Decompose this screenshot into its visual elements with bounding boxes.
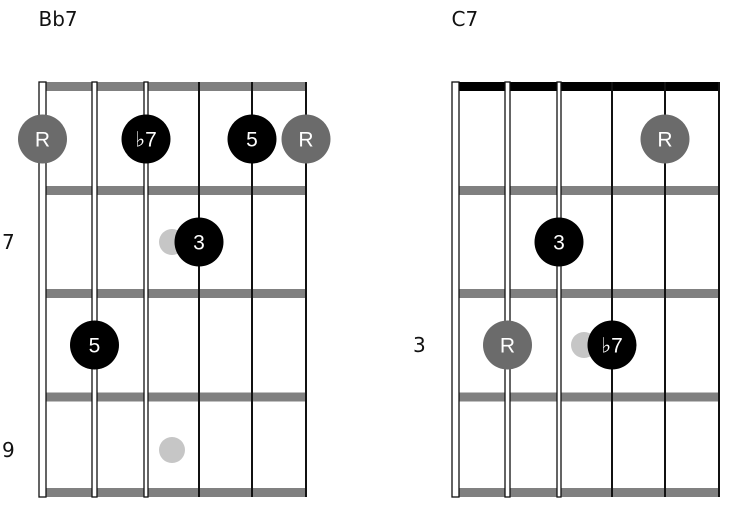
note-circle (70, 320, 119, 370)
note-circle (174, 217, 224, 267)
interval-label: R (298, 129, 313, 152)
string-4 (611, 82, 613, 497)
chord-diagram-bb7: Bb7 7 9 R ♭7 5 R 3 5 (2, 7, 331, 498)
interval-label: ♭7 (601, 335, 623, 358)
fret-bar (459, 392, 720, 402)
interval-label: R (35, 129, 50, 152)
string-3 (143, 81, 149, 498)
note-circle (18, 114, 67, 164)
root-note-dot: R (640, 114, 690, 164)
fret-bar (46, 488, 307, 497)
note-circle (227, 114, 277, 164)
chord-tone-dot: 5 (227, 114, 277, 164)
ghost-note-dot (159, 437, 185, 463)
chord-title: C7 (452, 7, 479, 31)
root-note-dot: R (281, 114, 331, 164)
string-1 (38, 81, 47, 498)
fret-number: 3 (413, 333, 426, 357)
fret-bar (46, 289, 307, 298)
string-2 (504, 81, 511, 498)
note-circle (121, 114, 171, 164)
interval-label: R (657, 129, 672, 152)
fret-bar (459, 289, 720, 298)
note-circle (281, 114, 331, 164)
interval-label: 3 (553, 232, 565, 255)
string-2 (91, 81, 98, 498)
chord-tone-dot: ♭7 (121, 114, 171, 164)
fret-bar (46, 392, 307, 402)
chord-title: Bb7 (39, 7, 78, 31)
fret-bar (46, 82, 307, 91)
fret-number: 7 (2, 230, 15, 254)
fret-number: 9 (2, 438, 15, 462)
string-6 (305, 82, 307, 497)
string-5 (251, 82, 253, 497)
interval-label: ♭7 (135, 129, 157, 152)
string-6 (718, 82, 720, 497)
interval-label: 3 (193, 232, 205, 255)
chord-tone-dot: 3 (534, 217, 584, 267)
chord-tone-dot: 5 (70, 320, 119, 370)
interval-label: 5 (246, 129, 258, 152)
fret-bar (459, 488, 720, 497)
note-circle (640, 114, 690, 164)
note-circle (483, 320, 532, 370)
root-note-dot: R (483, 320, 532, 370)
note-circle (534, 217, 584, 267)
string-5 (664, 82, 666, 497)
string-1 (451, 81, 460, 498)
chord-tone-dot: ♭7 (587, 320, 637, 370)
fret-bar (459, 186, 720, 195)
root-note-dot: R (18, 114, 67, 164)
interval-label: R (500, 335, 515, 358)
string-4 (198, 82, 200, 497)
interval-label: 5 (89, 335, 101, 358)
note-circle (587, 320, 637, 370)
nut (459, 82, 720, 91)
chord-tone-dot: 3 (174, 217, 224, 267)
fret-bar (46, 186, 307, 195)
string-3 (556, 81, 562, 498)
